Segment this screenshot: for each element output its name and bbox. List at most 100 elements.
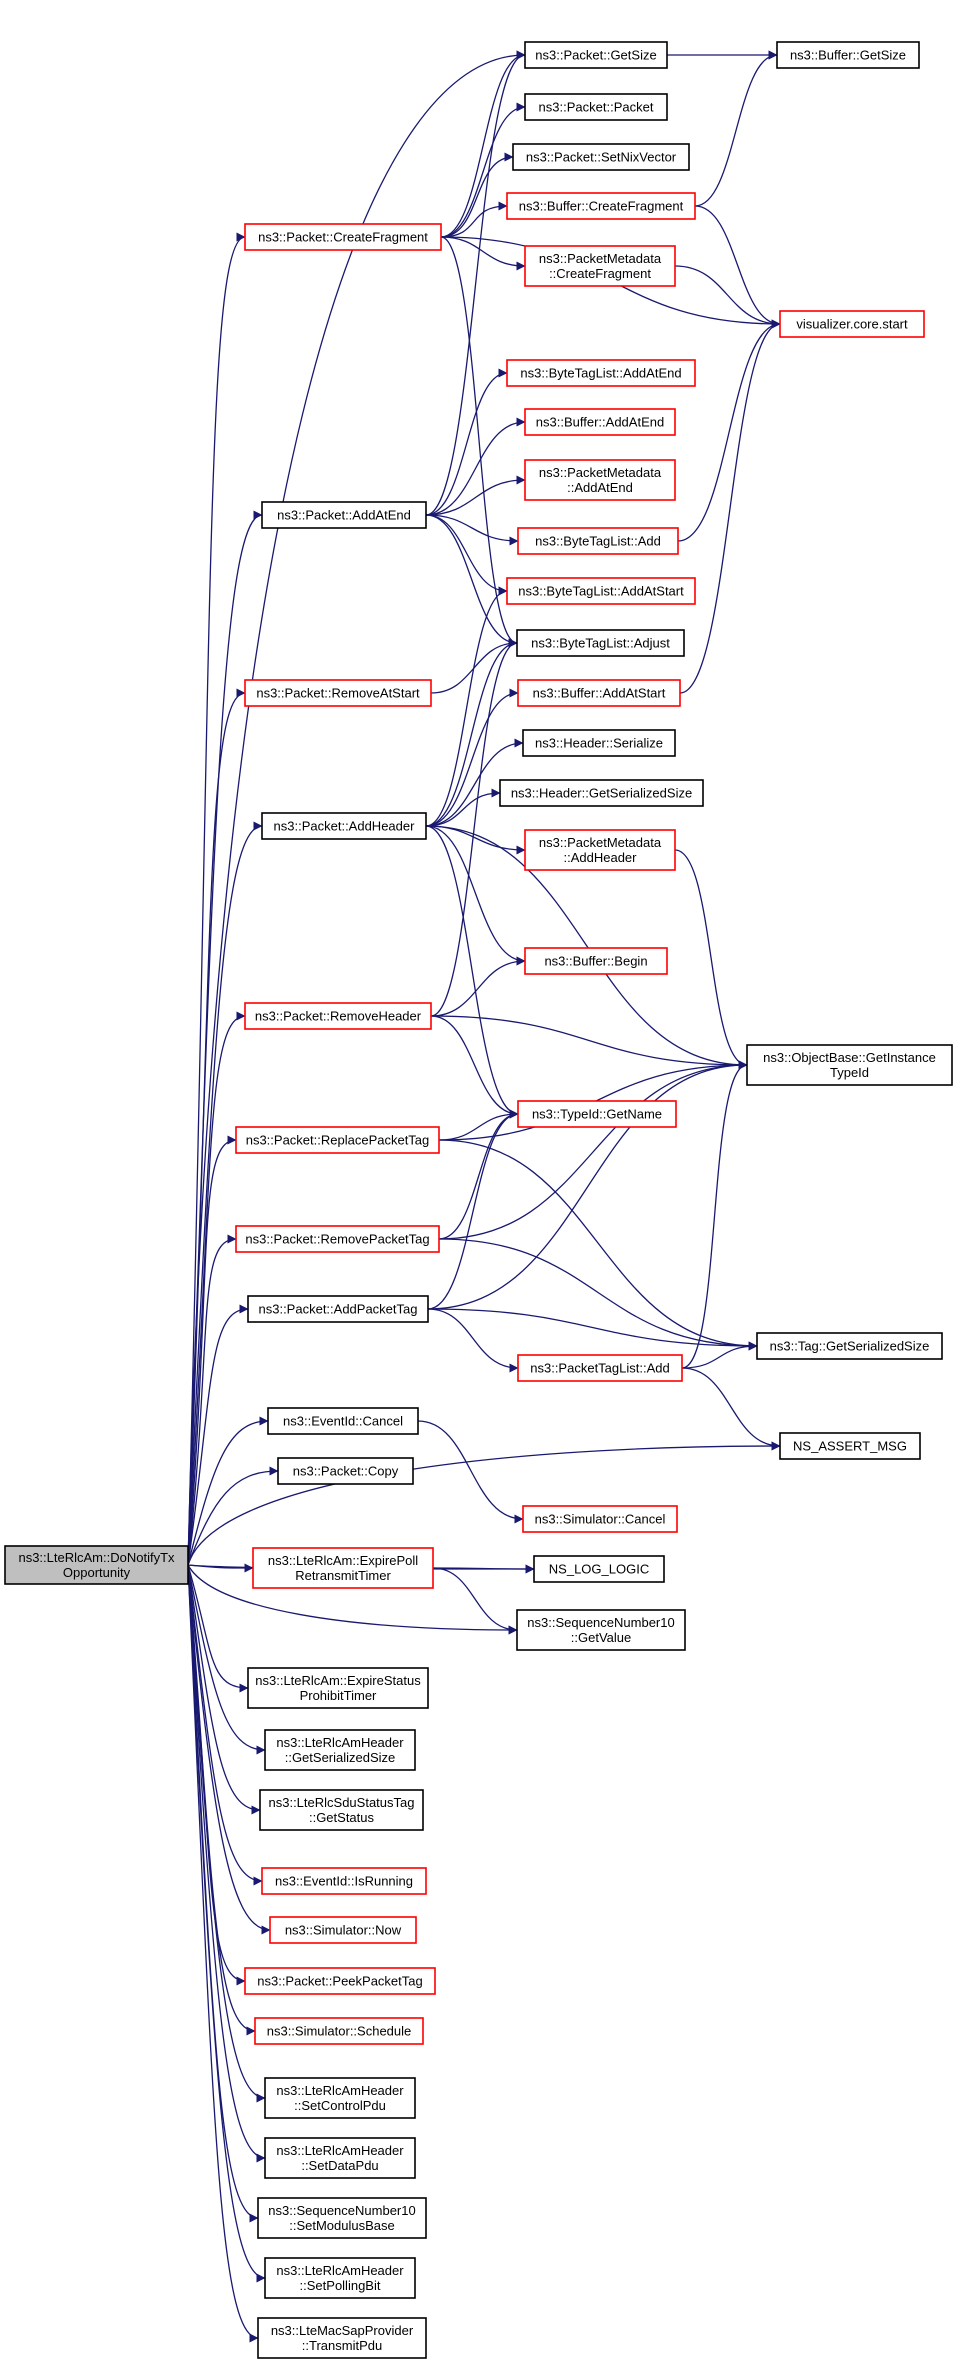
edge-line [681,1367,781,1451]
node-box [254,2017,424,2045]
node-amhdr_setpolling[interactable]: ns3::LteRlcAmHeader::SetPollingBit [264,2257,416,2299]
node-meta_createfrag[interactable]: ns3::PacketMetadata::CreateFragment [524,245,676,287]
node-pkt_removeatstart[interactable]: ns3::Packet::RemoveAtStart [244,679,432,707]
node-box [779,1432,921,1460]
node-buf_getsize[interactable]: ns3::Buffer::GetSize [776,41,920,69]
edge-line [187,1135,237,1566]
node-box [499,779,704,807]
node-seq_getvalue[interactable]: ns3::SequenceNumber10::GetValue [516,1609,686,1651]
edge-line [187,1011,246,1566]
node-pkt_addheader[interactable]: ns3::Packet::AddHeader [261,812,427,840]
node-box [776,41,920,69]
edge-line [187,1564,266,2283]
edge-line [677,319,781,542]
edge-line [187,1564,266,2163]
node-ev_cancel[interactable]: ns3::EventId::Cancel [267,1407,419,1435]
node-mac_transmit[interactable]: ns3::LteMacSapProvider::TransmitPdu [257,2317,427,2359]
node-pkt_createfrag[interactable]: ns3::Packet::CreateFragment [244,223,442,251]
node-pkt_removeheader[interactable]: ns3::Packet::RemoveHeader [244,1002,432,1030]
node-label: ::SetControlPdu [294,2098,386,2113]
node-label: ProhibitTimer [300,1688,377,1703]
node-label: ns3::LteRlcAm::ExpirePoll [268,1553,418,1568]
edge-pkt_addheader-to-buf_addatstart [425,688,519,827]
node-viz_start[interactable]: visualizer.core.start [779,310,925,338]
edge-btl_add-to-viz_start [677,319,781,542]
node-pkt_replacetag[interactable]: ns3::Packet::ReplacePacketTag [235,1126,440,1154]
node-buf_addatend[interactable]: ns3::Buffer::AddAtEnd [524,408,676,436]
node-label: ns3::LteRlcAmHeader [276,1735,404,1750]
edge-line [425,514,518,648]
edge-line [187,1304,249,1566]
node-pkt_packet[interactable]: ns3::Packet::Packet [524,93,668,121]
node-pkt_addtag[interactable]: ns3::Packet::AddPacketTag [247,1295,429,1323]
node-sim_schedule[interactable]: ns3::Simulator::Schedule [254,2017,424,2045]
edge-line [187,1466,279,1566]
node-btl_addatend[interactable]: ns3::ByteTagList::AddAtEnd [506,359,696,387]
node-amhdr_setcontrol[interactable]: ns3::LteRlcAmHeader::SetControlPdu [264,2077,416,2119]
node-btl_add[interactable]: ns3::ByteTagList::Add [517,527,679,555]
node-label: NS_LOG_LOGIC [549,1562,649,1577]
node-box [506,577,696,605]
node-pkt_removetag[interactable]: ns3::Packet::RemovePacketTag [235,1225,440,1253]
node-tag_getsersize[interactable]: ns3::Tag::GetSerializedSize [756,1332,943,1360]
node-buf_begin[interactable]: ns3::Buffer::Begin [524,947,668,975]
edge-line [674,265,781,329]
node-ns_assert[interactable]: NS_ASSERT_MSG [779,1432,921,1460]
node-label: RetransmitTimer [295,1568,391,1583]
node-ptl_add[interactable]: ns3::PacketTagList::Add [517,1354,683,1382]
node-label: ns3::Simulator::Now [285,1923,402,1938]
edge-root-to-mac_transmit [187,1564,259,2343]
node-ev_isrunning[interactable]: ns3::EventId::IsRunning [261,1867,427,1895]
node-label: ns3::PacketMetadata [539,251,662,266]
node-pkt_peektag[interactable]: ns3::Packet::PeekPacketTag [244,1967,436,1995]
edge-root-to-sdutag_getstatus [187,1564,261,1815]
node-amhdr_getsersize[interactable]: ns3::LteRlcAmHeader::GetSerializedSize [264,1729,416,1771]
node-btl_addatstart[interactable]: ns3::ByteTagList::AddAtStart [506,577,696,605]
node-sim_now[interactable]: ns3::Simulator::Now [269,1916,417,1944]
node-label: ns3::EventId::IsRunning [275,1874,413,1889]
edge-pkt_addtag-to-objbase_getinst [427,1060,748,1310]
edge-line [679,319,781,694]
node-label: ::GetValue [571,1630,631,1645]
node-pkt_copy[interactable]: ns3::Packet::Copy [277,1457,414,1485]
node-meta_addheader[interactable]: ns3::PacketMetadata::AddHeader [524,829,676,871]
node-pkt_setnix[interactable]: ns3::Packet::SetNixVector [512,143,690,171]
edge-line [187,1564,261,1815]
node-sdutag_getstatus[interactable]: ns3::LteRlcSduStatusTag::GetStatus [259,1789,424,1831]
node-buf_createfrag[interactable]: ns3::Buffer::CreateFragment [506,192,696,220]
edge-line [440,201,508,238]
node-btl_adjust[interactable]: ns3::ByteTagList::Adjust [516,629,685,657]
node-amhdr_setdata[interactable]: ns3::LteRlcAmHeader::SetDataPdu [264,2137,416,2179]
node-box [264,1729,416,1771]
node-box [516,629,685,657]
edge-pkt_addheader-to-objbase_getinst [425,825,748,1070]
node-label: ns3::Packet::GetSize [535,48,656,63]
node-typeid_getname[interactable]: ns3::TypeId::GetName [517,1100,677,1128]
node-hdr_serialize[interactable]: ns3::Header::Serialize [522,729,676,757]
node-label: ns3::Buffer::AddAtEnd [536,415,664,430]
edge-pkt_replacetag-to-typeid_getname [438,1109,519,1141]
edge-buf_createfrag-to-buf_getsize [694,50,778,207]
node-label: ns3::Packet::AddAtEnd [277,508,411,523]
node-ns_log[interactable]: NS_LOG_LOGIC [533,1555,665,1583]
edge-pkt_createfrag-to-meta_createfrag [440,236,526,271]
edge-root-to-ev_isrunning [187,1564,263,1886]
node-label: ::TransmitPdu [302,2338,382,2353]
edge-root-to-sim_schedule [187,1564,256,2036]
edge-pkt_removeheader-to-btl_adjust [430,638,518,1017]
node-meta_addatend[interactable]: ns3::PacketMetadata::AddAtEnd [524,459,676,501]
edge-line [425,825,748,1070]
node-hdr_getsersize[interactable]: ns3::Header::GetSerializedSize [499,779,704,807]
node-sim_cancel[interactable]: ns3::Simulator::Cancel [522,1505,678,1533]
node-seq_setmodulus[interactable]: ns3::SequenceNumber10::SetModulusBase [257,2197,427,2239]
node-box [524,41,668,69]
node-buf_addatstart[interactable]: ns3::Buffer::AddAtStart [517,679,681,707]
node-pkt_addatend[interactable]: ns3::Packet::AddAtEnd [261,501,427,529]
node-box [524,408,676,436]
node-pkt_getsize[interactable]: ns3::Packet::GetSize [524,41,668,69]
node-box [261,1867,427,1895]
